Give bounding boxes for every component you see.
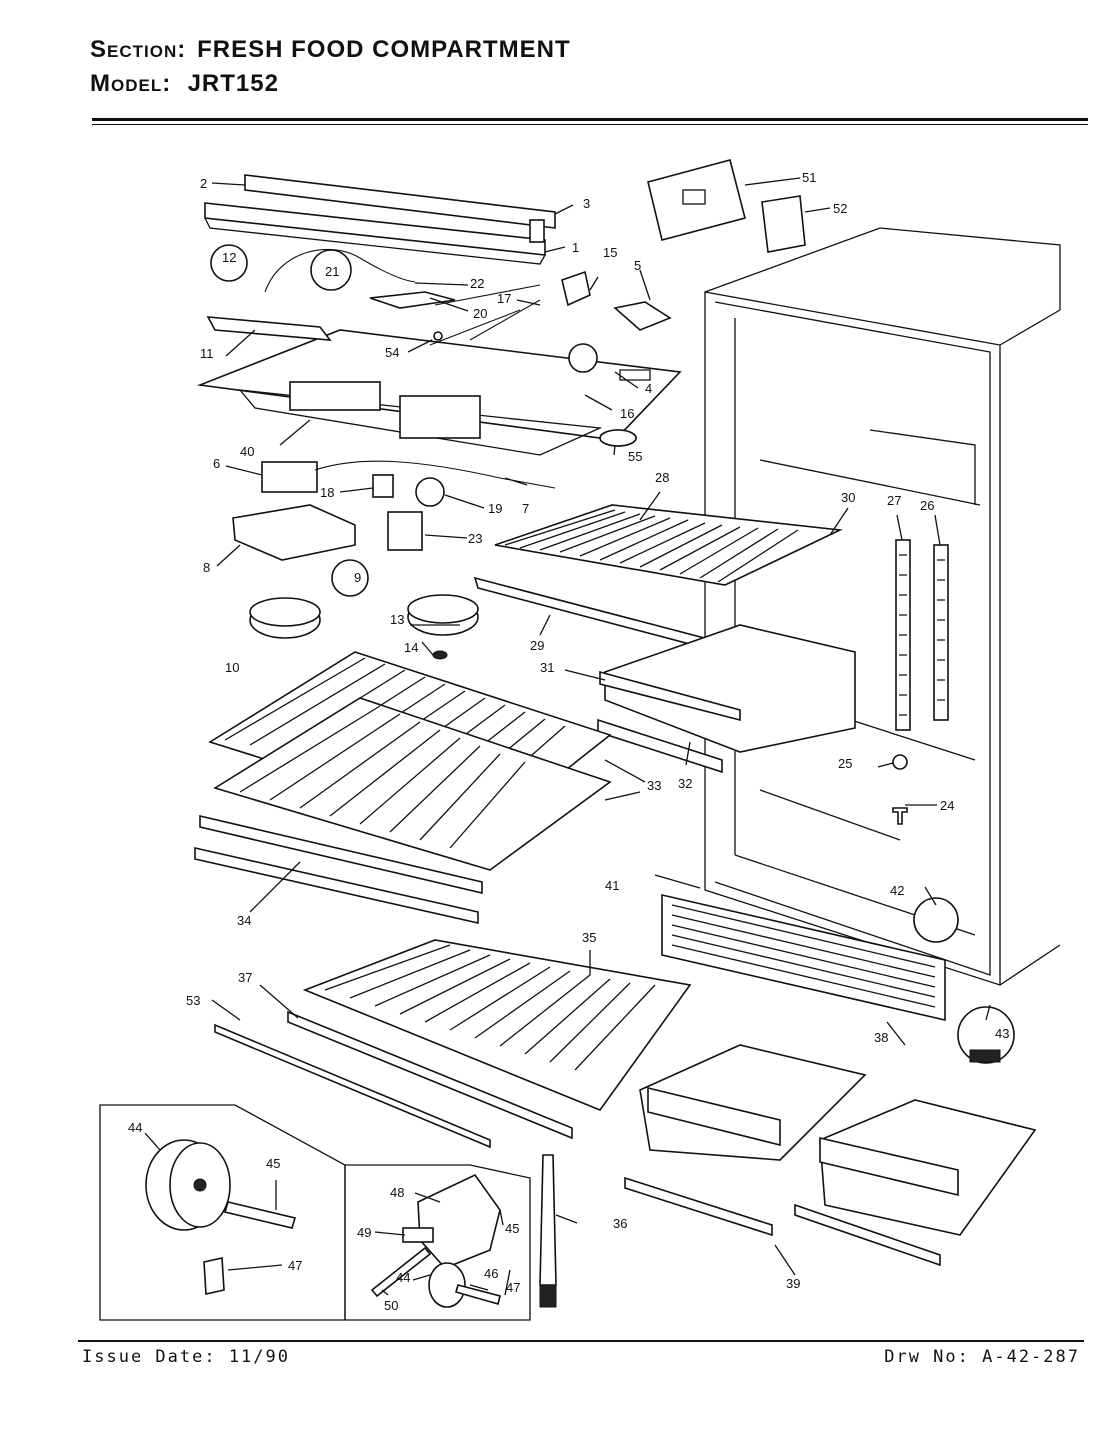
glide-strips	[194, 814, 483, 925]
shelf-ladders	[895, 539, 949, 731]
callout-40: 40	[240, 444, 254, 459]
crisper-drawers	[624, 1044, 1037, 1267]
cabinet-liner	[704, 227, 1061, 986]
section-label: Section:	[90, 36, 187, 63]
callout-8: 8	[203, 560, 210, 575]
callout-39: 39	[786, 1276, 800, 1291]
callout-3: 3	[583, 196, 590, 211]
top-rail-parts	[204, 174, 556, 265]
callout-47b: 47	[506, 1280, 520, 1295]
callout-43: 43	[995, 1026, 1009, 1041]
footer-rule	[78, 1340, 1084, 1342]
callout-27: 27	[887, 493, 901, 508]
fasteners	[433, 299, 908, 825]
callout-30: 30	[841, 490, 855, 505]
callout-48: 48	[390, 1185, 404, 1200]
callout-36: 36	[613, 1216, 627, 1231]
top-brackets	[647, 159, 806, 253]
callout-55: 55	[628, 449, 642, 464]
callout-45b: 45	[505, 1221, 519, 1236]
callout-6: 6	[213, 456, 220, 471]
wire-shelves	[208, 651, 612, 871]
header-rule-thin	[92, 124, 1088, 125]
wheel-bases	[249, 594, 479, 660]
callout-33: 33	[647, 778, 661, 793]
callout-35: 35	[582, 930, 596, 945]
upper-shelf	[473, 504, 843, 654]
issue-date: Issue Date: 11/90	[82, 1347, 290, 1367]
callout-16: 16	[620, 406, 634, 421]
kickplate-parts	[661, 893, 1015, 1064]
callout-41: 41	[605, 878, 619, 893]
callout-11: 11	[200, 346, 214, 361]
electrical-parts	[232, 460, 556, 597]
leader-lines	[144, 177, 991, 1296]
model-value: JRT152	[187, 70, 279, 97]
callout-52: 52	[833, 201, 847, 216]
callout-31: 31	[540, 660, 554, 675]
callout-51: 51	[802, 170, 816, 185]
callout-22: 22	[470, 276, 484, 291]
callout-34: 34	[237, 913, 251, 928]
callout-13: 13	[390, 612, 404, 627]
callout-10: 10	[225, 660, 239, 675]
callout-28: 28	[655, 470, 669, 485]
meat-pan	[597, 624, 856, 774]
callout-1: 1	[572, 240, 579, 255]
drawing-number: Drw No: A-42-287	[884, 1347, 1080, 1367]
header-rule-thick	[92, 118, 1088, 121]
callout-44a: 44	[128, 1120, 142, 1135]
callout-29: 29	[530, 638, 544, 653]
section-heading: Section: FRESH FOOD COMPARTMENT	[90, 36, 571, 64]
crisper-cover-shelf	[214, 939, 692, 1149]
callout-37: 37	[238, 970, 252, 985]
callout-38: 38	[874, 1030, 888, 1045]
callout-20: 20	[473, 306, 487, 321]
callout-49: 49	[357, 1225, 371, 1240]
roller-detail-inset	[99, 1104, 346, 1321]
callout-23: 23	[468, 531, 482, 546]
model-heading: Model: JRT152	[90, 70, 279, 98]
callout-5: 5	[634, 258, 641, 273]
callout-14: 14	[404, 640, 418, 655]
callout-24: 24	[940, 798, 954, 813]
callout-9: 9	[354, 570, 361, 585]
callout-21: 21	[325, 264, 339, 279]
callout-46: 46	[484, 1266, 498, 1281]
callout-26: 26	[920, 498, 934, 513]
callout-32: 32	[678, 776, 692, 791]
callout-50: 50	[384, 1298, 398, 1313]
callout-25: 25	[838, 756, 852, 771]
model-label: Model:	[90, 70, 172, 97]
callout-54: 54	[385, 345, 399, 360]
callout-45a: 45	[266, 1156, 280, 1171]
callout-7: 7	[522, 501, 529, 516]
callout-47a: 47	[288, 1258, 302, 1273]
wiring-bracket-parts	[206, 244, 541, 346]
callout-12: 12	[222, 250, 236, 265]
control-housing	[196, 329, 682, 456]
callout-18: 18	[320, 485, 334, 500]
callout-42: 42	[890, 883, 904, 898]
cleaning-brush	[539, 1154, 557, 1308]
callout-labels: 1 2 3 4 5 6 7 8 9 10 11 12 13 14 15 16 1…	[128, 170, 1009, 1313]
callout-19: 19	[488, 501, 502, 516]
hinge-detail-inset	[344, 1164, 531, 1321]
callout-44b: 44	[396, 1270, 410, 1285]
callout-2: 2	[200, 176, 207, 191]
callout-4: 4	[645, 381, 652, 396]
callout-53: 53	[186, 993, 200, 1008]
callout-17: 17	[497, 291, 511, 306]
section-value: FRESH FOOD COMPARTMENT	[197, 36, 571, 63]
callout-15: 15	[603, 245, 617, 260]
